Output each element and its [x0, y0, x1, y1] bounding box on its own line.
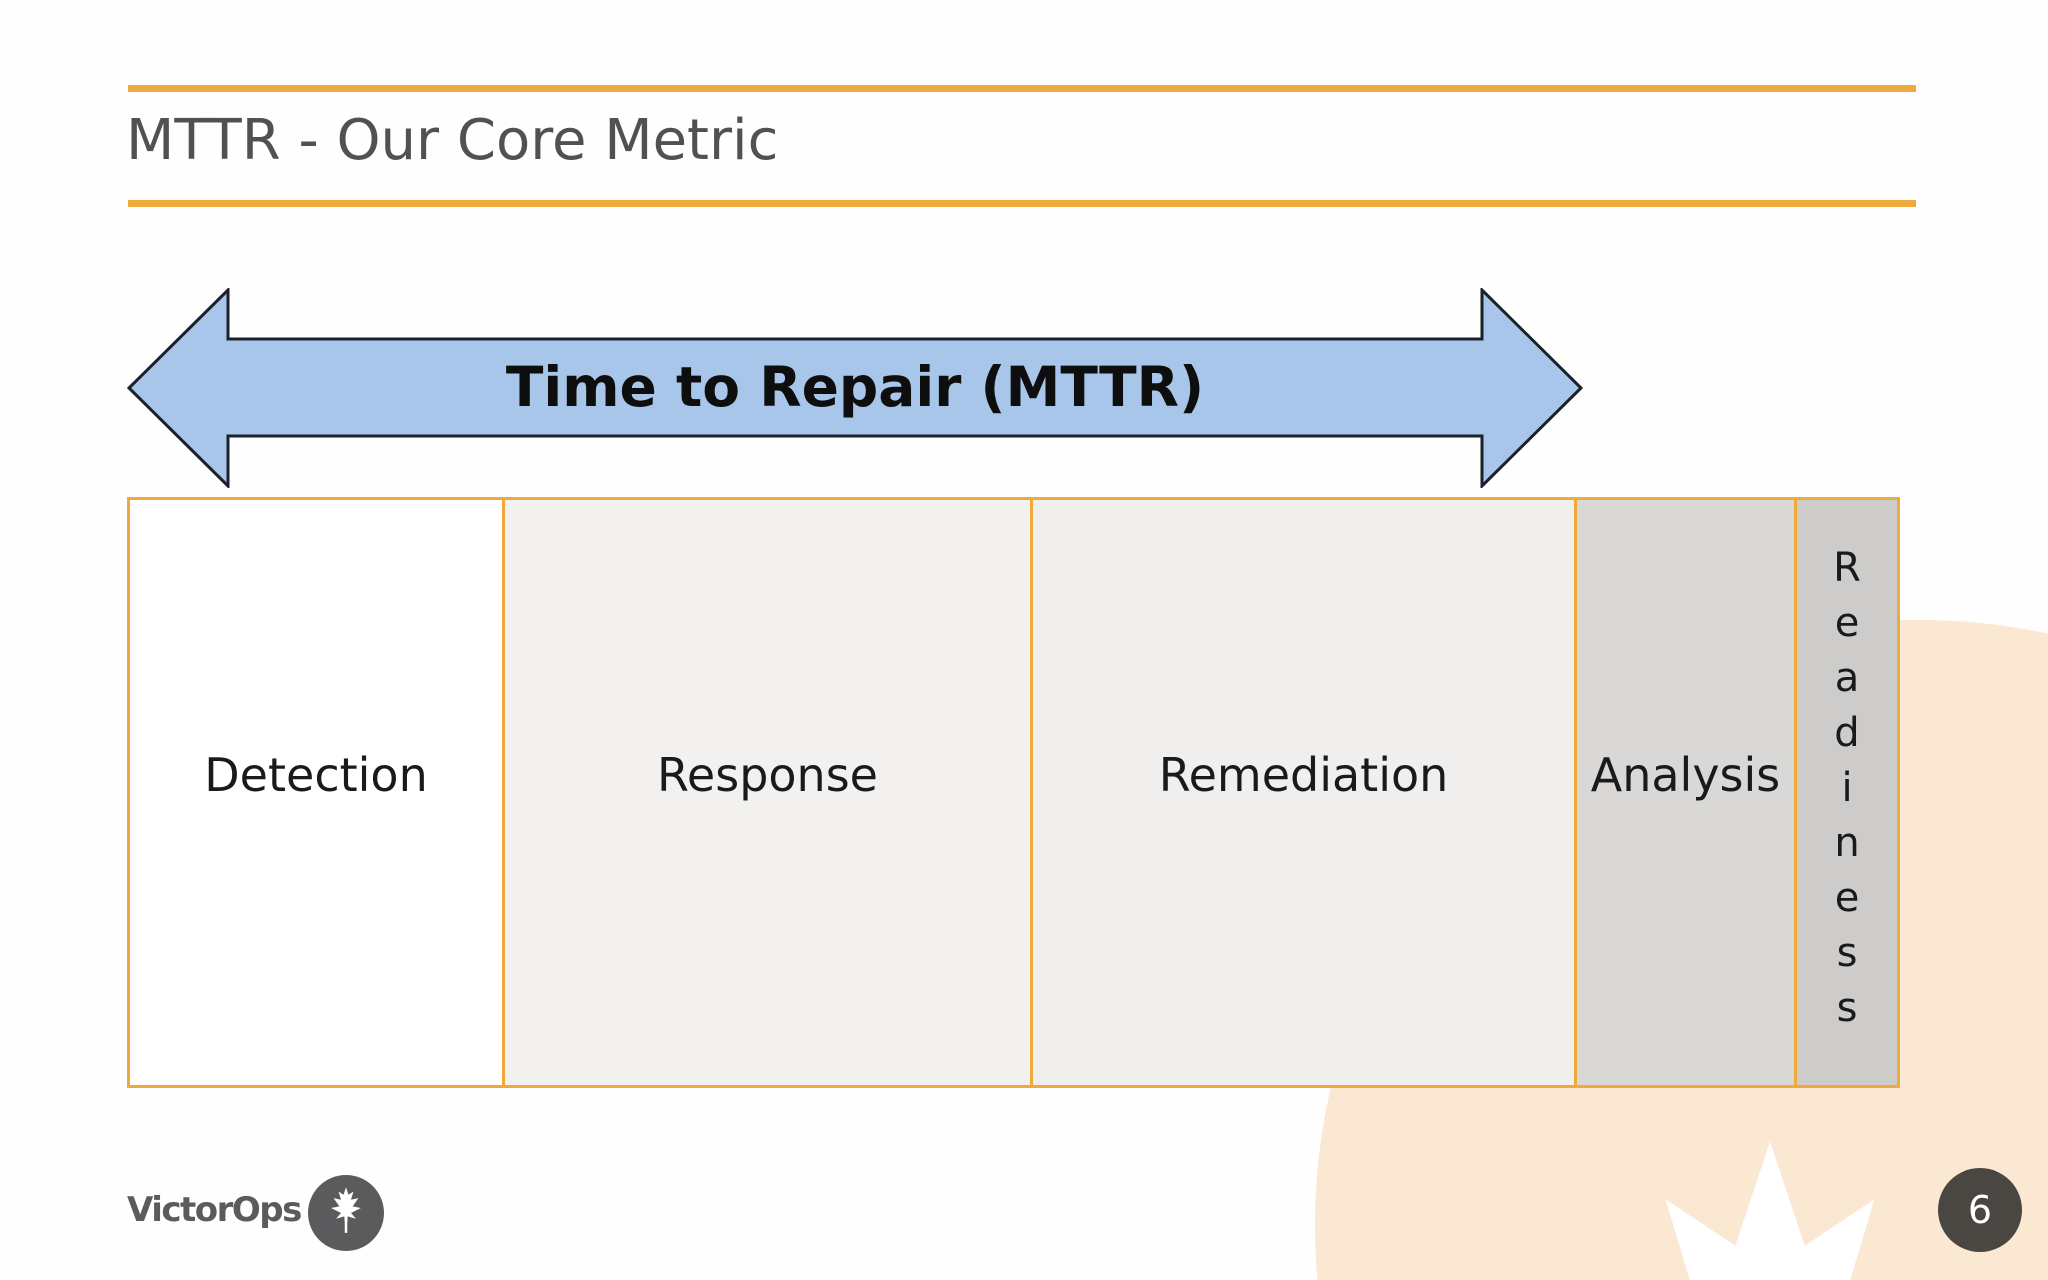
victorops-wordmark: VictorOps	[127, 1190, 302, 1230]
victorops-logo-circle	[308, 1175, 384, 1251]
phase-box-response: Response	[502, 497, 1033, 1088]
mttr-arrow-shape	[127, 288, 1583, 488]
phase-box-detection: Detection	[127, 497, 505, 1088]
phase-label-detection: Detection	[204, 747, 428, 802]
phase-box-analysis: Analysis	[1574, 497, 1797, 1088]
phase-label-readiness-vertical: Readiness	[1824, 545, 1870, 1040]
page-number-badge: 6	[1938, 1168, 2022, 1252]
accent-rule-bottom	[128, 200, 1916, 207]
phase-row: Detection Response Remediation Analysis …	[127, 497, 1900, 1088]
accent-rule-top	[128, 85, 1916, 92]
arrow-label: Time to Repair (MTTR)	[505, 355, 1205, 419]
phase-box-remediation: Remediation	[1030, 497, 1577, 1088]
phase-box-readiness: Readiness	[1794, 497, 1900, 1088]
watermark-leaf-icon	[1665, 1141, 1875, 1280]
phase-label-response: Response	[657, 747, 878, 802]
mttr-arrow	[127, 288, 1583, 488]
phase-label-remediation: Remediation	[1158, 747, 1449, 802]
oak-leaf-icon	[331, 1187, 361, 1233]
phase-label-analysis: Analysis	[1590, 747, 1781, 802]
page-title: MTTR - Our Core Metric	[126, 108, 779, 173]
page-number: 6	[1967, 1188, 1993, 1232]
